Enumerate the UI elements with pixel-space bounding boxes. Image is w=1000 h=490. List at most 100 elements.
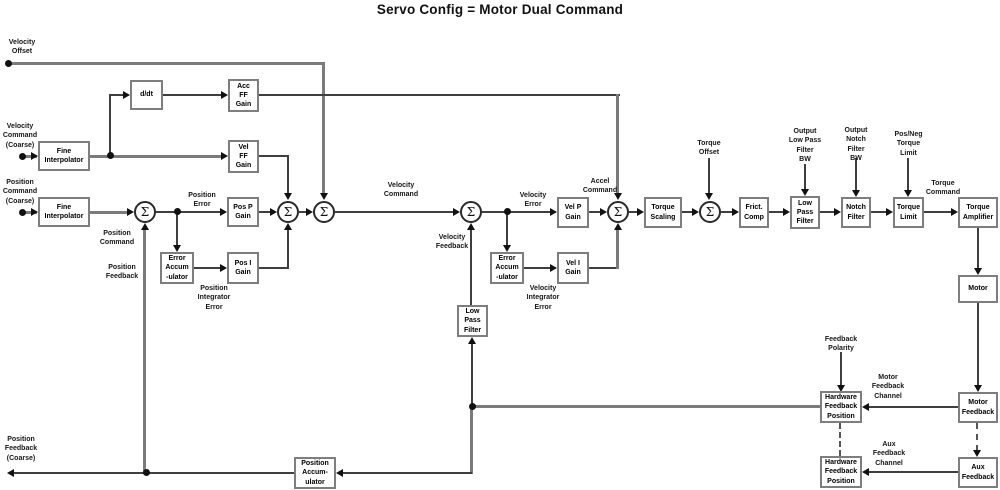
wire — [482, 211, 552, 213]
arrowhead — [692, 208, 699, 216]
junction-dot — [469, 403, 476, 410]
arrowhead — [852, 190, 860, 197]
sum-junction-velocity: Σ — [460, 201, 482, 223]
arrowhead — [320, 193, 328, 200]
wire-aux-feedback-channel — [869, 471, 958, 473]
block-vel-i-gain: Vel I Gain — [557, 252, 589, 284]
label-output-low-pass-filter-bw: Output Low Pass Filter BW — [788, 128, 822, 164]
arrowhead — [834, 208, 841, 216]
wire — [871, 211, 887, 213]
wire — [156, 211, 222, 213]
sum-junction-position: Σ — [134, 201, 156, 223]
block-torque-scaling: Torque Scaling — [644, 197, 682, 228]
terminal-arrow-position-feedback-coarse — [7, 469, 14, 477]
wire — [804, 164, 806, 190]
arrowhead — [141, 223, 149, 230]
wire — [907, 158, 909, 191]
block-hardware-feedback-position-aux: Hardware Feedback Position — [820, 456, 862, 488]
wire — [109, 94, 125, 96]
wire — [163, 94, 222, 96]
sum-junction-ff-1: Σ — [277, 201, 299, 223]
wire-velocity-offset — [8, 62, 325, 65]
wire — [259, 211, 272, 213]
block-fine-interpolator-position: Fine Interpolator — [38, 197, 90, 227]
terminal-dot-velocity-offset — [5, 60, 12, 67]
wire — [769, 211, 784, 213]
wire-position-feedback-riser — [143, 230, 146, 474]
terminal-dot-position-command — [19, 209, 26, 216]
arrowhead — [614, 223, 622, 230]
block-vel-p-gain: Vel P Gain — [557, 197, 589, 228]
block-torque-limit: Torque Limit — [893, 197, 924, 228]
wire-position-feedback-coarse — [14, 472, 294, 474]
block-position-accumulator: Position Accum- ulator — [294, 457, 336, 489]
block-aux-feedback: Aux Feedback — [958, 457, 998, 488]
wire-dashed-aux — [976, 423, 978, 451]
junction-dot — [143, 469, 150, 476]
wire — [506, 211, 508, 247]
arrowhead — [31, 208, 38, 216]
wire-motor-feedback-channel — [869, 406, 958, 408]
wire — [855, 158, 857, 191]
arrowhead — [705, 193, 713, 200]
label-motor-feedback-channel: Motor Feedback Channel — [871, 374, 905, 400]
arrowhead — [732, 208, 739, 216]
arrowhead — [862, 468, 869, 476]
wire — [589, 267, 619, 269]
block-d-dt: d/dt — [130, 80, 163, 110]
label-velocity-command-coarse: Velocity Command (Coarse) — [2, 123, 38, 149]
wire — [342, 472, 472, 474]
sum-junction-torque: Σ — [699, 201, 721, 223]
label-feedback-polarity: Feedback Polarity — [824, 336, 858, 353]
arrowhead — [123, 91, 130, 99]
sum-junction-accel: Σ — [607, 201, 629, 223]
wire — [629, 211, 639, 213]
arrowhead — [467, 223, 475, 230]
arrowhead — [336, 469, 343, 477]
arrowhead — [284, 223, 292, 230]
wire — [287, 155, 289, 195]
arrowhead — [453, 208, 460, 216]
wire — [109, 94, 111, 156]
wire — [589, 211, 602, 213]
arrowhead — [974, 385, 982, 392]
arrowhead — [270, 208, 277, 216]
block-low-pass-filter-output: Low Pass Filter — [790, 196, 820, 229]
block-motor: Motor — [958, 275, 998, 303]
wire — [259, 155, 289, 157]
arrowhead — [503, 245, 511, 252]
junction-dot — [504, 208, 511, 215]
label-position-command: Position Command — [99, 230, 135, 247]
junction-dot — [174, 208, 181, 215]
arrowhead — [974, 268, 982, 275]
wire — [524, 267, 552, 269]
block-error-accumulator-position: Error Accum -ulator — [160, 252, 194, 284]
wire-torque-command — [924, 211, 953, 213]
wire-dashed-hw — [839, 423, 841, 456]
label-pos-neg-torque-limit: Pos/Neg Torque Limit — [894, 131, 923, 157]
wire — [977, 303, 979, 387]
arrowhead — [306, 208, 313, 216]
block-notch-filter: Notch Filter — [841, 197, 871, 228]
label-position-feedback-coarse: Position Feedback (Coarse) — [4, 436, 38, 462]
arrowhead — [862, 403, 869, 411]
arrowhead — [220, 208, 227, 216]
wire-velocity-offset-drop — [322, 62, 325, 193]
wire — [299, 211, 308, 213]
terminal-dot-velocity-command — [19, 153, 26, 160]
arrowhead — [221, 91, 228, 99]
label-torque-command: Torque Command — [925, 180, 961, 197]
arrowhead — [886, 208, 893, 216]
arrowhead — [837, 385, 845, 392]
wire-accel-command-drop — [616, 94, 619, 194]
arrowhead — [783, 208, 790, 216]
label-velocity-offset: Velocity Offset — [8, 39, 36, 56]
wire-accel-ff — [259, 94, 620, 96]
wire — [470, 230, 472, 305]
label-velocity-command: Velocity Command — [383, 182, 419, 199]
label-accel-command: Accel Command — [582, 178, 618, 195]
block-torque-amplifier: Torque Amplifier — [958, 197, 998, 228]
block-fine-interpolator-velocity: Fine Interpolator — [38, 141, 90, 171]
block-error-accumulator-velocity: Error Accum -ulator — [490, 252, 524, 284]
